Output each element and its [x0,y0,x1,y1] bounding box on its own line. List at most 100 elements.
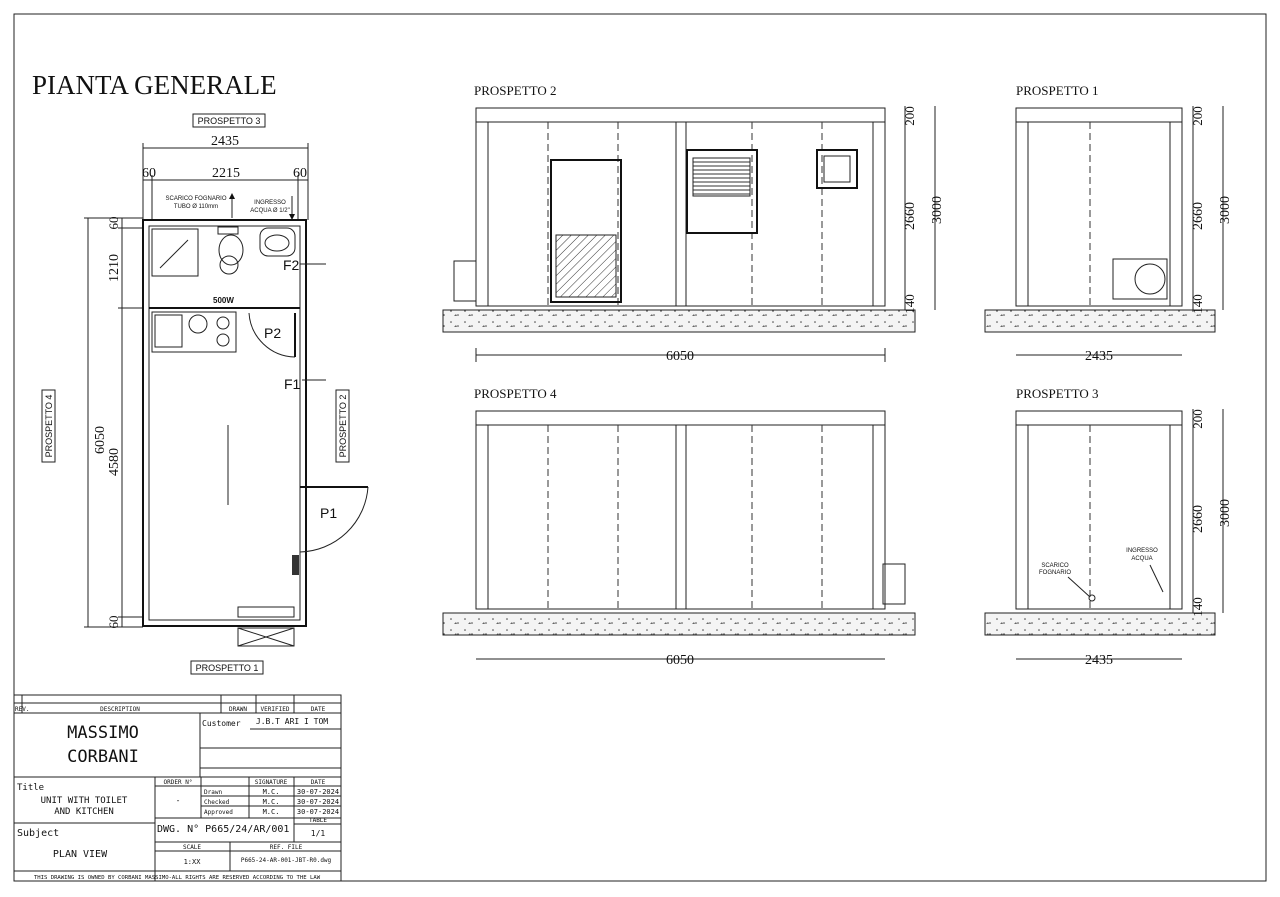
elevation-label: PROSPETTO 4 [474,386,557,401]
customer-label: Customer [202,719,241,728]
plan-label-p2: PROSPETTO 2 [338,395,348,458]
dim-width: 2435 [1085,349,1113,364]
page-title: PIANTA GENERALE [32,70,277,100]
dim-top: 200 [902,106,917,126]
company-name-1: MASSIMO [67,723,139,743]
approval-row: Checked M.C. 30-07-2024 [204,798,339,806]
subject-value: PLAN VIEW [53,849,108,860]
customer-value: J.B.T ARI I TOM [256,717,328,726]
elevation-prospetto-4: PROSPETTO 4 6050 [442,386,916,668]
date: 30-07-2024 [297,788,339,796]
dim-top-wall: 60 [106,217,121,230]
dim-width: 2435 [1085,653,1113,668]
drawing-title-2: AND KITCHEN [54,807,114,817]
dim-width: 6050 [666,349,694,364]
dim-bath-length: 1210 [107,254,122,282]
ref-file-label: REF. FILE [270,844,303,851]
water-note-2: ACQUA Ø 1/2" [250,208,289,214]
dim-inner-width: 2215 [212,166,240,181]
drain-note: FOGNARIO [1039,570,1071,576]
approval-row: Drawn M.C. 30-07-2024 [204,788,339,796]
date: 30-07-2024 [297,798,339,806]
subject-label: Subject [17,828,59,839]
dim-bottom: 140 [1190,294,1205,314]
dim-total-width: 2435 [211,134,239,149]
title-block: REV. DESCRIPTION DRAWN VERIFIED DATE MAS… [13,694,342,882]
signature-header: SIGNATURE [255,779,288,786]
window-f2-label: F2 [283,257,300,273]
ac-unit [882,563,906,605]
order-value: - [176,796,181,805]
signature: M.C. [263,798,280,806]
door-p2-label: P2 [264,325,281,341]
elevation-prospetto-3: PROSPETTO 3 SCARICO FOGNARIO INGRESSO AC… [984,386,1233,668]
approval-row: Approved M.C. 30-07-2024 [204,808,339,816]
elevation-prospetto-1: PROSPETTO 1 2435 200 2660 140 3000 [984,83,1233,364]
verified-header: VERIFIED [261,706,290,713]
elevation-prospetto-2: PROSPETTO 2 6050 200 2660 140 3000 [442,83,945,364]
water-note: ACQUA [1131,556,1152,562]
floor-plan: PROSPETTO 3 PROSPETTO 1 PROSPETTO 4 PROS… [41,113,369,675]
signature: M.C. [263,808,280,816]
drain-note-1: SCARICO FOGNARIO [165,196,226,202]
dim-total: 3000 [1218,499,1233,527]
dim-bottom: 140 [902,294,917,314]
dim-mid: 2660 [1191,202,1206,230]
dim-top: 200 [1190,409,1205,429]
dim-bottom: 140 [1190,597,1205,617]
date-header: DATE [311,706,326,713]
dim-width: 6050 [666,653,694,668]
ac-unit [1112,258,1168,300]
copyright-footer: THIS DRAWING IS OWNED BY CORBANI MASSIMO… [34,875,321,881]
signature: M.C. [263,788,280,796]
role: Approved [204,809,233,816]
heater-label: 500W [213,296,234,305]
toilet-icon [218,234,244,266]
plan-label-p1: PROSPETTO 1 [196,663,259,673]
date: 30-07-2024 [297,808,339,816]
role: Checked [204,799,230,806]
ref-file-value: P665-24-AR-001-JBT-R0.dwg [241,857,332,864]
sheet-border [13,13,1267,882]
dim-right-wall: 60 [293,166,307,181]
shower-icon [151,228,199,277]
drawing-title-1: UNIT WITH TOILET [41,796,128,806]
dim-total: 3000 [930,196,945,224]
role: Drawn [204,789,222,796]
scale-value: 1:XX [184,858,202,866]
plan-label-p3: PROSPETTO 3 [198,116,261,126]
date-header-2: DATE [311,779,326,786]
dim-bottom-wall: 60 [106,616,121,629]
window [686,149,758,234]
description-header: DESCRIPTION [100,706,140,713]
company-name-2: CORBANI [67,747,139,767]
dim-total: 3000 [1218,196,1233,224]
elevation-label: PROSPETTO 2 [474,83,556,98]
dim-top: 200 [1190,106,1205,126]
dim-left-wall: 60 [142,166,156,181]
window-f1-label: F1 [284,376,301,392]
dim-mid: 2660 [903,202,918,230]
drain-note: SCARICO [1041,563,1069,569]
scale-label: SCALE [183,844,201,851]
ac-unit [453,260,477,302]
table-value: 1/1 [311,829,326,838]
title-label: Title [17,783,44,793]
elevation-label: PROSPETTO 1 [1016,83,1098,98]
dim-total-length: 6050 [93,426,108,454]
plan-label-p4: PROSPETTO 4 [44,395,54,458]
water-note: INGRESSO [1126,548,1158,554]
kitchenette-icon [151,311,237,353]
drawing-number: DWG. N° P665/24/AR/001 [157,824,289,835]
washbasin-icon [259,227,296,257]
door-p1-label: P1 [320,505,337,521]
water-note-1: INGRESSO [254,200,286,206]
door [550,159,622,303]
rev-header: REV. [15,706,29,713]
drawn-header: DRAWN [229,706,247,713]
dim-mid: 2660 [1191,505,1206,533]
dim-main-length: 4580 [107,448,122,476]
drain-note-2: TUBO Ø 110mm [174,204,218,210]
order-label: ORDER N° [164,779,193,786]
